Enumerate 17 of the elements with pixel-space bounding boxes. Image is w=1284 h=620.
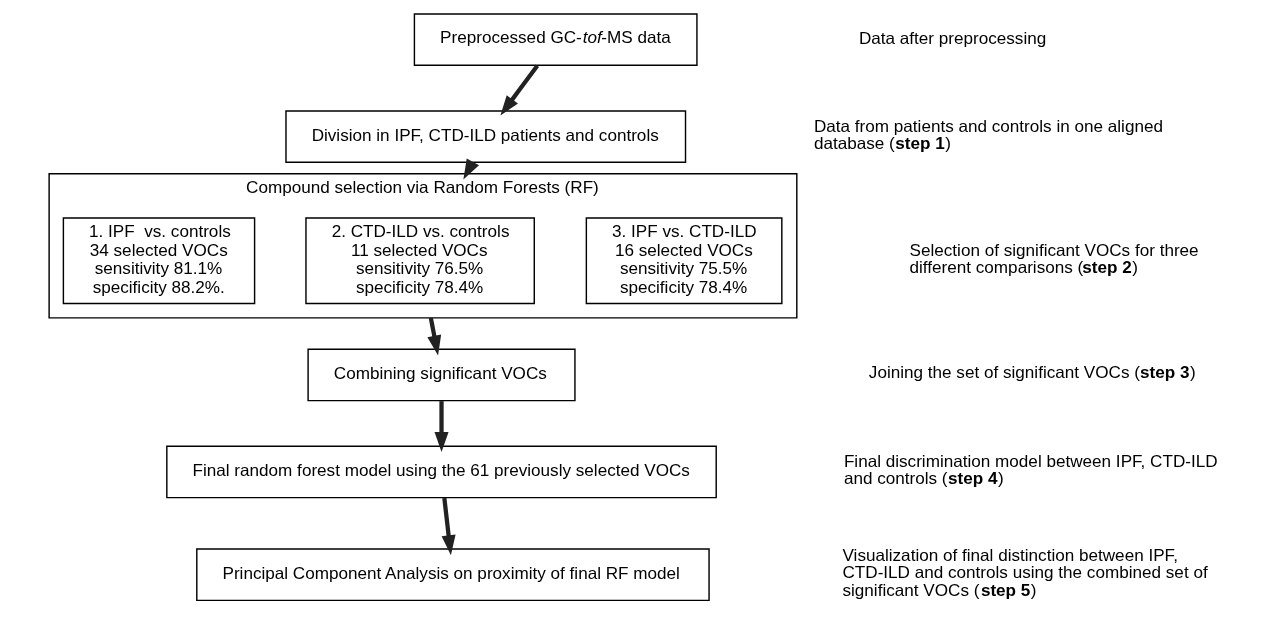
node-box: Preprocessed GC-tof-MS data (413, 13, 698, 66)
node-box: 2. CTD-ILD vs. controls 11 selected VOCs sensitivity 76.5% specificity 78.4% (305, 217, 535, 305)
node-box: Final random forest model using the 61 previously selected VOCs (166, 445, 717, 499)
node-box: 3. IPF vs. CTD-ILD 16 selected VOCs sensitivity 75.5% specificity 78.4% (585, 217, 783, 305)
label: Data after preprocessing (858, 29, 1047, 49)
node-box: 1. IPF vs. controls 34 selected VOCs sensitivity 81.1% specificity 88.2%. (62, 217, 256, 305)
arrow (434, 401, 449, 453)
arrow (427, 317, 442, 356)
node-box: Principal Component Analysis on proximity of final RF model (196, 548, 710, 602)
node-box: Combining significant VOCs (307, 348, 576, 402)
label: Final discrimination model between IPF, CTD-ILD and controls (step 4) (843, 452, 1218, 489)
arrow (500, 64, 540, 116)
label: Data from patients and controls in one aligned database (step 1) (813, 116, 1163, 153)
arrow (441, 497, 456, 556)
label: Visualization of final distinction between IPF, CTD-ILD and controls using the combined set of significant VOCs (step 5) (842, 546, 1208, 600)
label: Selection of significant VOCs for three different comparisons (step 2) (909, 240, 1199, 278)
label: Joining the set of significant VOCs (step 3) (868, 362, 1196, 382)
